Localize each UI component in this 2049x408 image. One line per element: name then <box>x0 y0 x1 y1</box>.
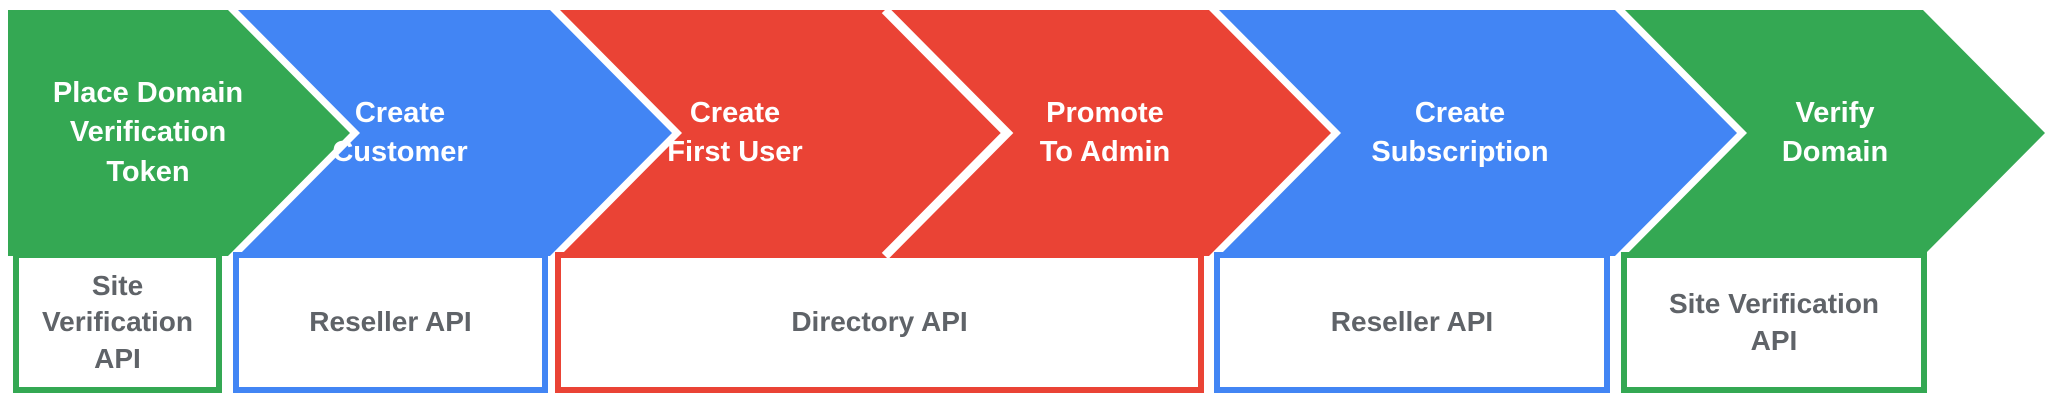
step-title-create-first-user: Create First User <box>667 96 803 168</box>
api-box-label: Reseller API <box>1330 306 1494 338</box>
api-box-label: Directory API <box>791 306 968 338</box>
chevron-step-6 <box>1625 10 2045 256</box>
chevron-step-3-4 <box>560 10 1331 256</box>
chevron-divider-line <box>881 6 1014 260</box>
step-title-create-subscription: Create Subscription <box>1371 96 1549 168</box>
api-box-reseller-2: Reseller API <box>1214 252 1610 393</box>
step-title-place-domain-verification-token: Place Domain Verification Token <box>52 76 244 188</box>
api-box-directory: Directory API <box>555 252 1204 393</box>
api-box-label: Reseller API <box>309 306 472 338</box>
step-title-promote-to-admin: Promote To Admin <box>1039 96 1171 168</box>
chevron-step-1 <box>8 10 350 256</box>
step-title-create-customer: Create Customer <box>332 96 468 168</box>
api-box-label: Site Verification API <box>42 269 193 374</box>
chevron-step-5 <box>1219 10 1737 256</box>
api-box-label: Site Verification API <box>1668 288 1880 356</box>
step-title-verify-domain: Verify Domain <box>1781 96 1889 168</box>
chevron-step-2 <box>238 10 672 256</box>
